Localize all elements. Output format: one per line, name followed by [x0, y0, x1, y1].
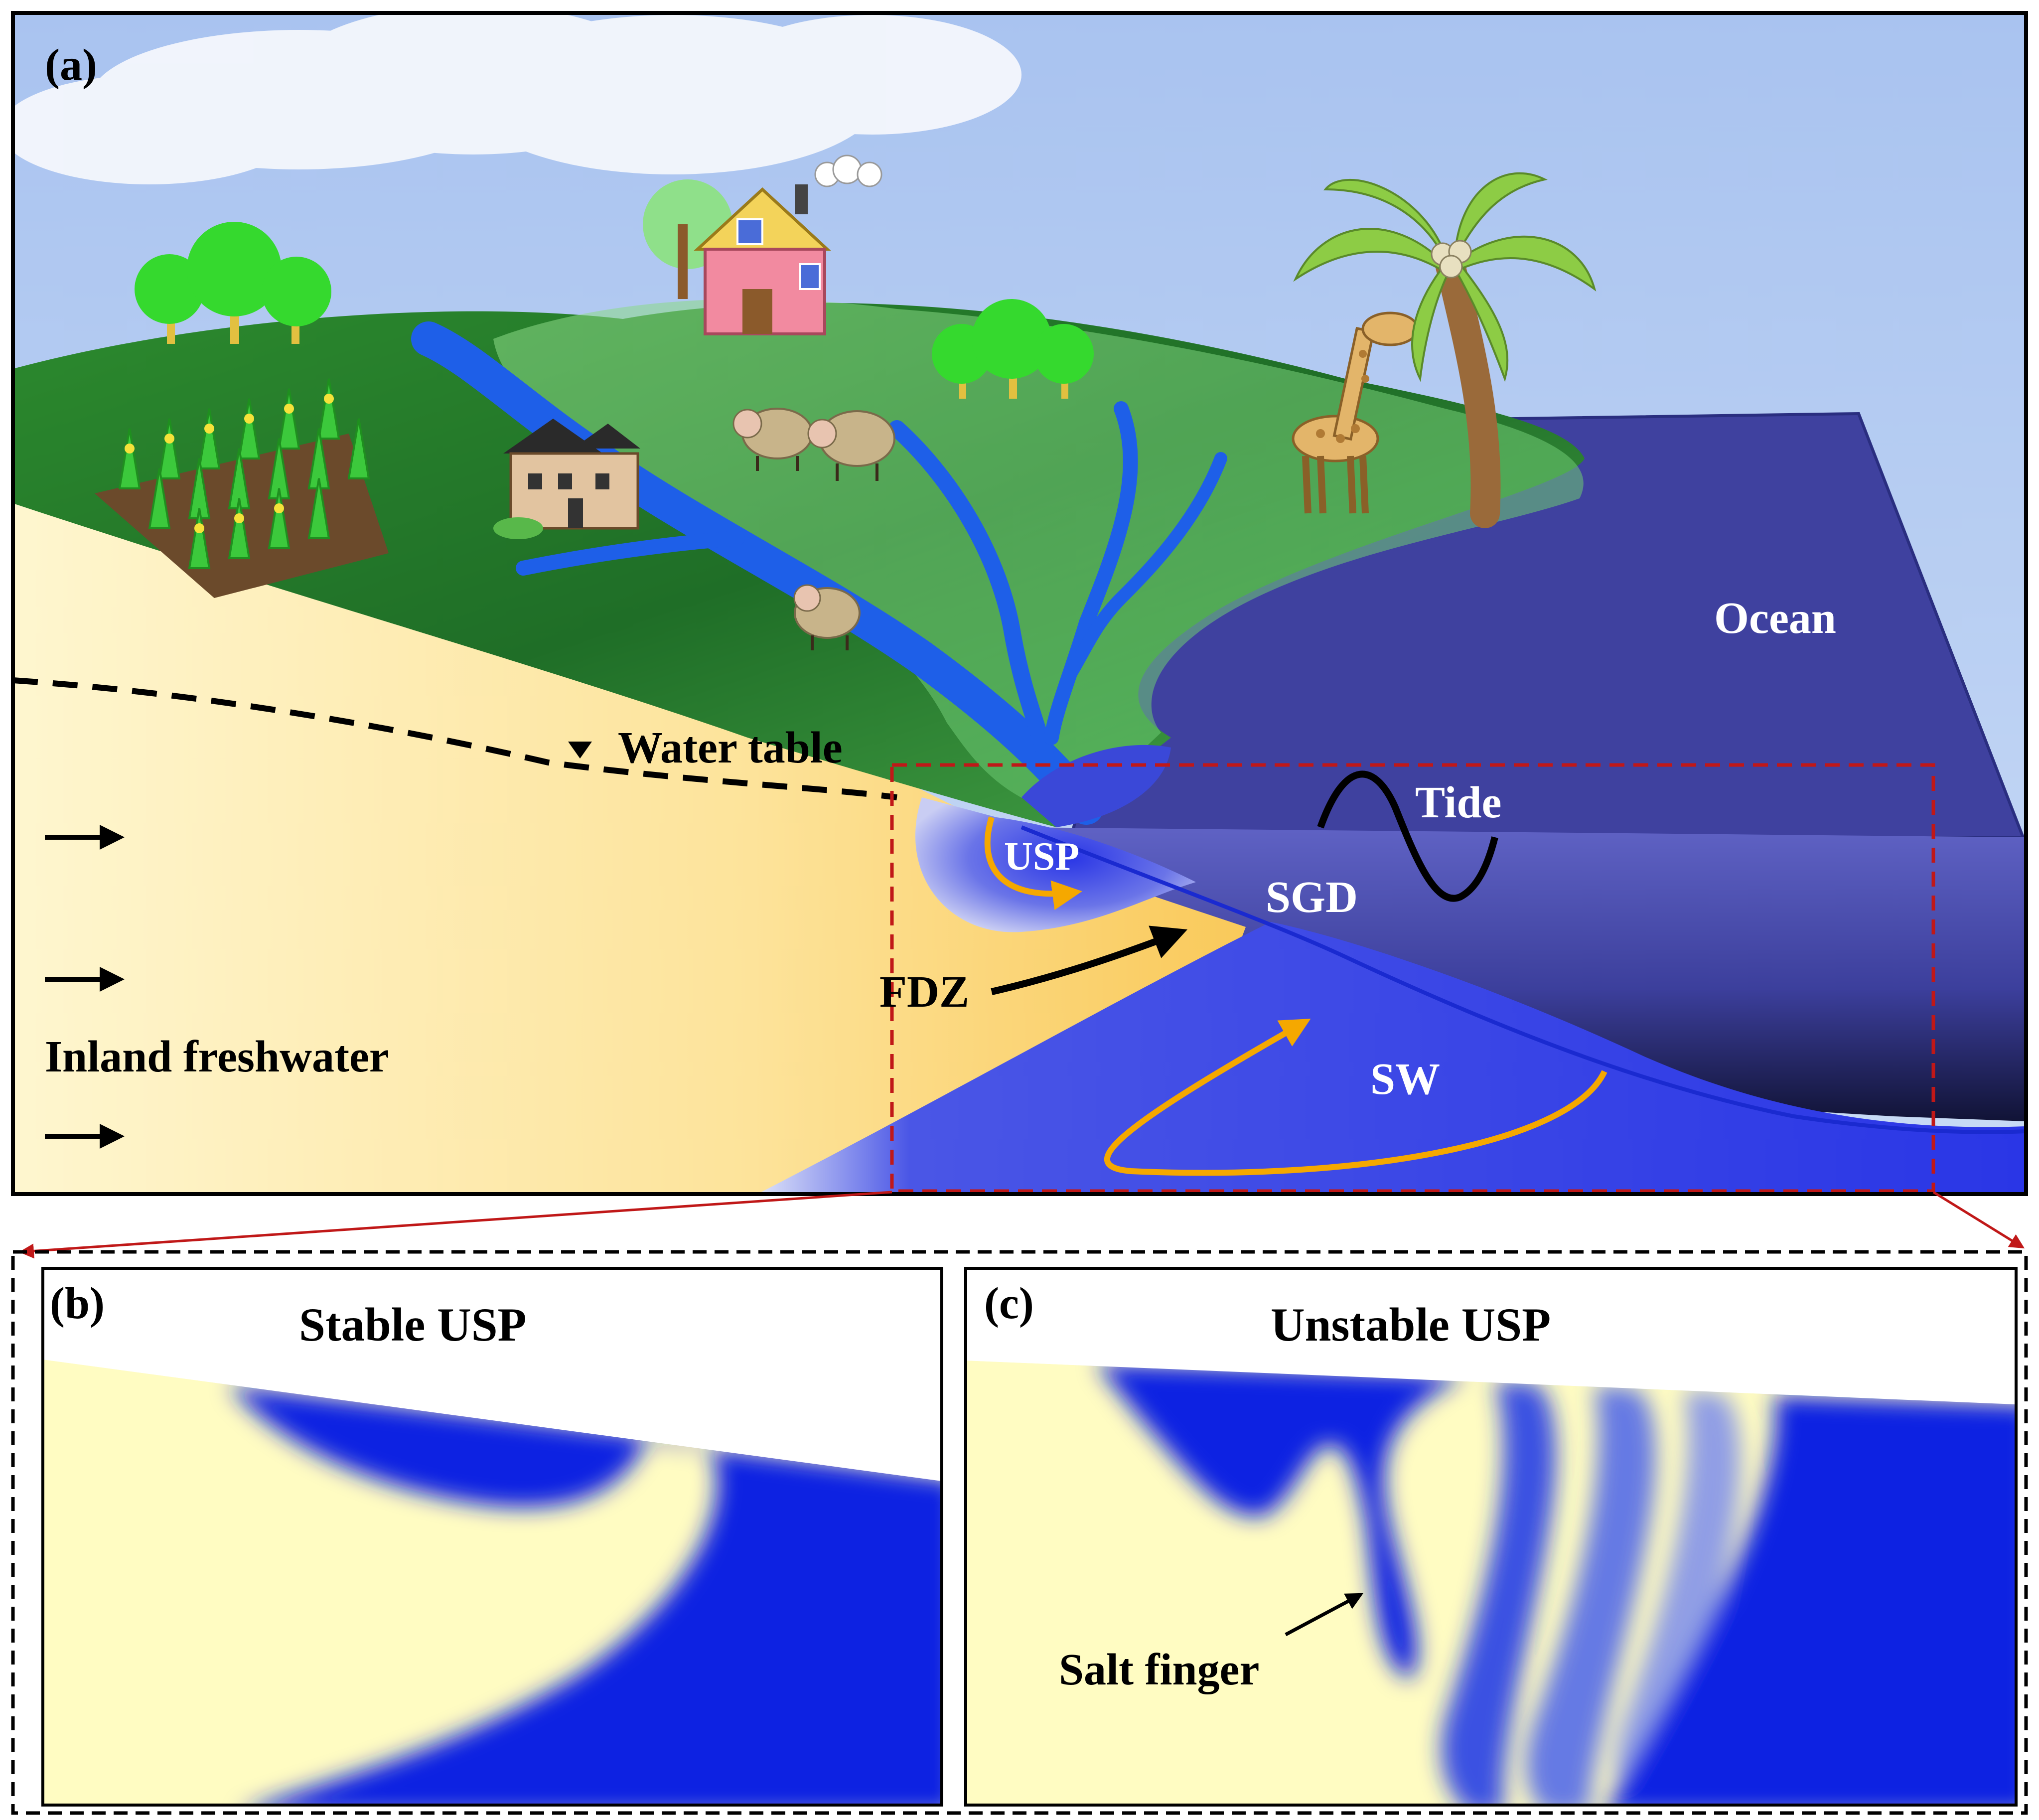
panel-b-tag: (b) — [50, 1279, 105, 1328]
seabed-line — [1020, 825, 2026, 1134]
fdz-arrow — [991, 925, 1188, 995]
zoom-leader-left — [19, 1191, 892, 1259]
sheep-group — [732, 408, 895, 650]
inland-flow-arrows — [45, 825, 125, 1149]
panel-c-tag: (c) — [984, 1279, 1034, 1328]
panel-c-plot — [966, 1337, 2016, 1805]
tree-group-middle — [932, 299, 1094, 399]
panel-c-surface-mask — [966, 1337, 2016, 1404]
water-table-label: Water table — [618, 723, 843, 772]
aquifer-sand — [13, 503, 1246, 1194]
cloud — [13, 13, 1021, 184]
sgd-label: SGD — [1266, 873, 1358, 922]
ocean-water-column — [1021, 827, 2026, 1121]
river — [411, 321, 1227, 825]
panel-c-frame — [964, 1267, 2018, 1807]
palm-tree — [1293, 172, 1597, 528]
usp-circulation-arrow — [984, 816, 1082, 910]
water-table-marker-icon — [568, 742, 592, 758]
seawater-wedge — [757, 922, 2026, 1194]
panel-b-frame — [41, 1267, 943, 1807]
panel-b-plot — [43, 1337, 942, 1805]
salt-finger-label: Salt finger — [1059, 1645, 1259, 1694]
small-house — [493, 419, 640, 539]
pink-house — [643, 154, 882, 335]
panel-a-scene — [13, 13, 2026, 1194]
tide-wave — [1317, 770, 1498, 902]
inland-freshwater-label: Inland freshwater — [45, 1032, 389, 1081]
zoom-leader-right — [1932, 1191, 2025, 1249]
panel-b-title: Stable USP — [299, 1298, 527, 1351]
panel-c-saline-field — [1096, 1363, 2016, 1805]
zoom-box — [890, 763, 1935, 1193]
panel-c-title: Unstable USP — [1271, 1298, 1551, 1351]
fdz-label: FDZ — [879, 967, 969, 1017]
tide-label: Tide — [1415, 778, 1501, 827]
corn-field — [95, 378, 389, 598]
panel-a-frame — [11, 11, 2028, 1196]
usp-label: USP — [1004, 835, 1079, 879]
panel-b-saline-field — [229, 1385, 942, 1805]
tree-group-left — [135, 222, 331, 344]
sw-circulation-arrow — [1104, 1019, 1607, 1176]
sw-label: SW — [1370, 1055, 1440, 1104]
lower-panels-enclosure — [11, 1250, 2028, 1815]
giraffe — [1292, 311, 1419, 514]
salt-finger-pointer — [1285, 1593, 1364, 1637]
panel-b-surface-mask — [43, 1337, 942, 1481]
ocean-label: Ocean — [1714, 594, 1836, 643]
panel-a-tag: (a) — [45, 40, 97, 90]
water-table-line — [13, 677, 897, 800]
